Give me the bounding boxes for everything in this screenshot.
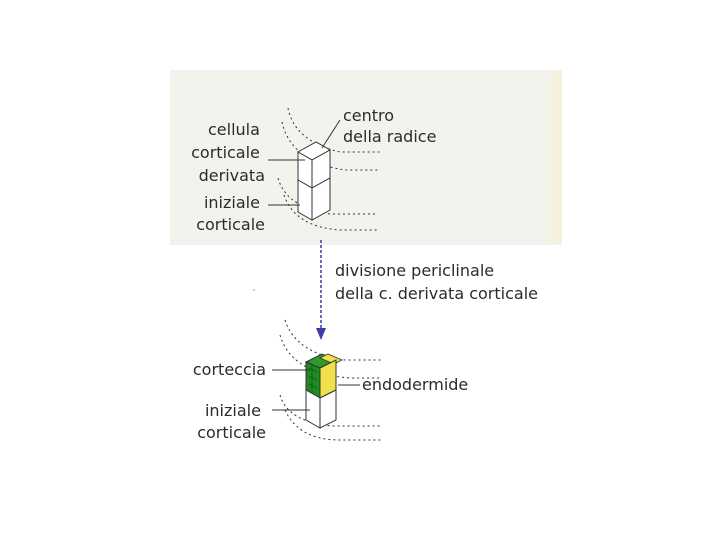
scan-edge-strip	[550, 70, 562, 245]
arc	[285, 320, 382, 360]
label-cortex: corteccia	[193, 360, 266, 379]
arrow-head	[316, 328, 326, 340]
stray-dot	[253, 289, 255, 291]
bottom-panel: corteccia endodermide iniziale corticale	[193, 320, 468, 442]
label-initial-bottom: iniziale corticale	[197, 401, 266, 442]
division-arrow	[316, 240, 326, 340]
cortex-endodermis-cells	[306, 354, 342, 398]
arrow-caption: divisione periclinale della c. derivata …	[335, 261, 538, 303]
label-endodermis: endodermide	[362, 375, 468, 394]
